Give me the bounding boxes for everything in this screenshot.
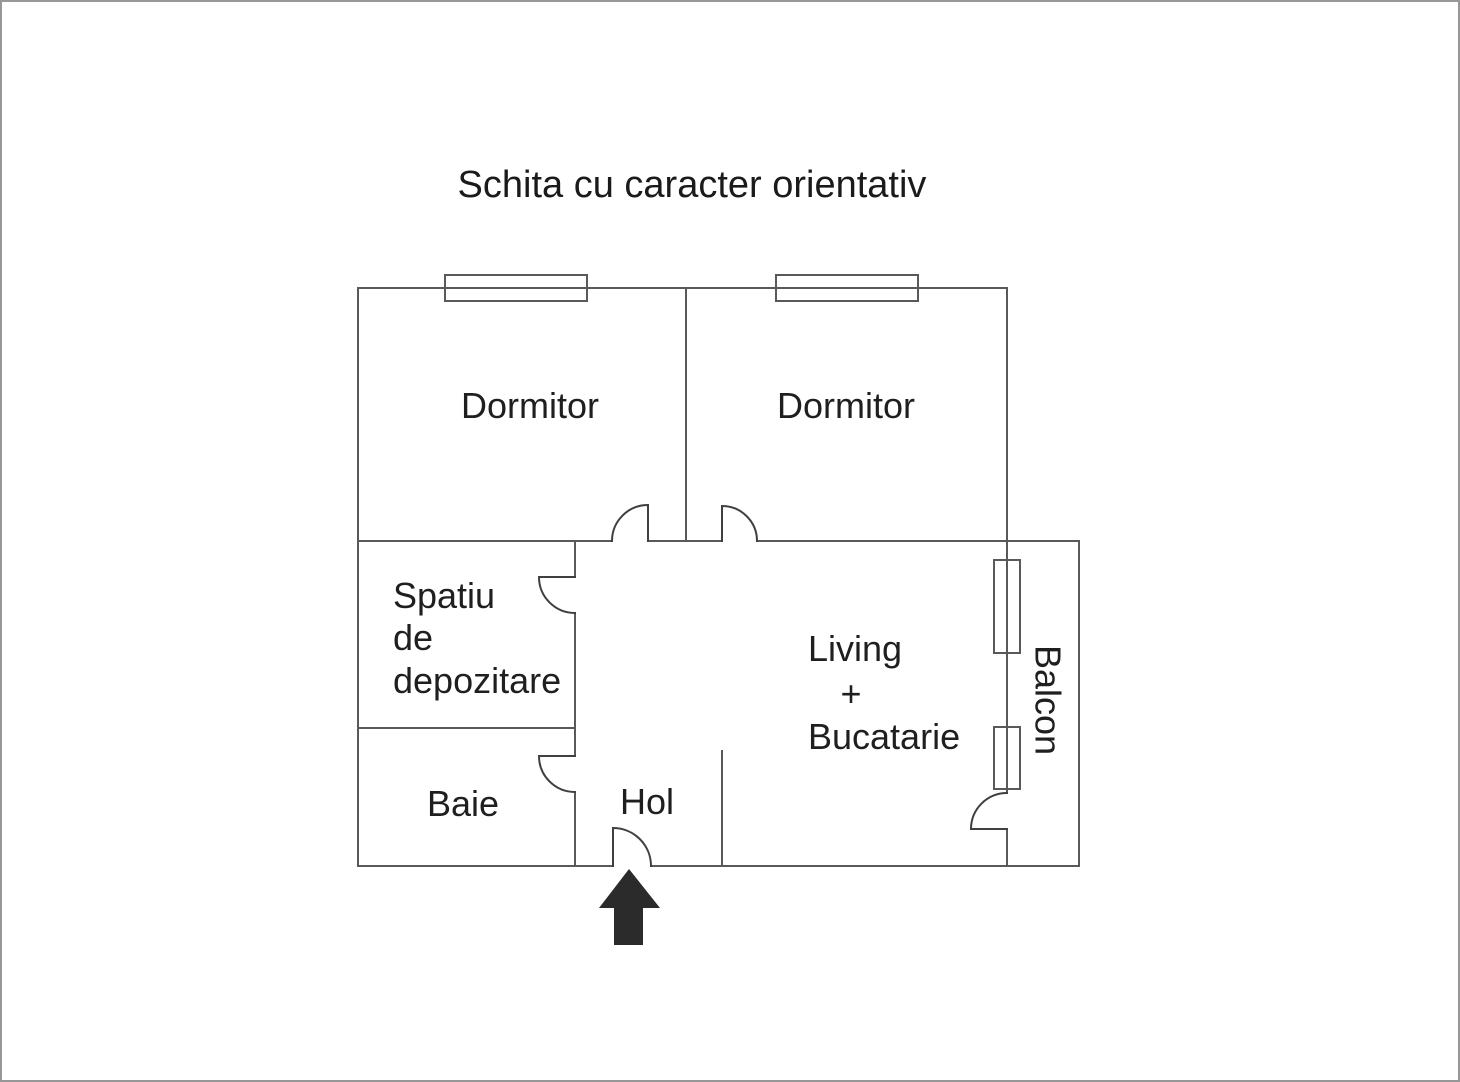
door-entrance-icon [612,826,653,868]
room-label-living: Living + Bucatarie [808,628,960,757]
room-label-bathroom: Baie [427,783,499,824]
svg-text:Bucatarie: Bucatarie [808,716,960,757]
door-balcony-icon [969,791,1009,830]
room-label-balcony: Balcon [1028,645,1069,755]
room-label-bedroom-1: Dormitor [461,385,599,426]
svg-text:Living: Living [808,628,902,669]
entrance-arrow-icon [599,869,660,945]
door-bedroom-2-icon [721,504,759,543]
svg-text:de: de [393,617,433,658]
door-bedroom-1-icon [610,503,649,543]
door-storage-icon [537,576,577,615]
window-bedroom-2-icon [775,274,919,302]
window-living-upper-icon [993,559,1021,654]
svg-text:Spatiu: Spatiu [393,575,495,616]
window-bedroom-1-icon [444,274,588,302]
room-label-hallway: Hol [620,781,674,822]
door-bathroom-icon [537,755,577,794]
svg-text:depozitare: depozitare [393,660,561,701]
plan-title: Schita cu caracter orientativ [458,164,927,206]
room-label-storage: Spatiu de depozitare [393,575,561,701]
window-living-lower-icon [993,726,1021,790]
room-label-bedroom-2: Dormitor [777,385,915,426]
svg-text:+: + [840,673,861,714]
wall-outer-left-top [357,287,1008,867]
